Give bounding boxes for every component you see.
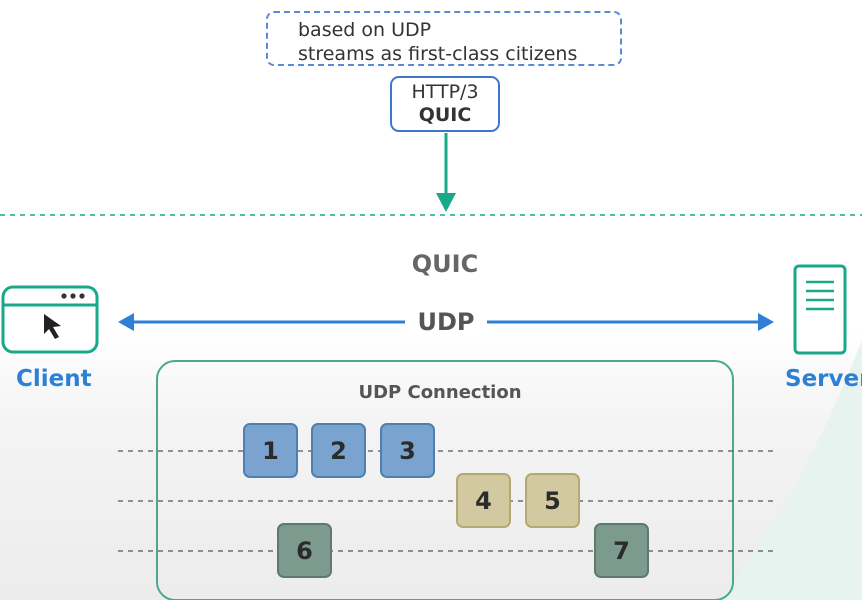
note-line-1: based on UDP	[298, 19, 432, 41]
protocol-line-2: QUIC	[418, 104, 472, 126]
client-browser-icon	[1, 285, 99, 354]
cursor-icon	[44, 314, 61, 339]
protocol-line-1: HTTP/3	[411, 81, 479, 103]
packet-6: 6	[277, 523, 332, 578]
packet-3: 3	[380, 423, 435, 478]
note-box: based on UDP streams as first-class citi…	[266, 11, 622, 66]
background-accent	[720, 340, 862, 600]
server-icon	[793, 264, 847, 355]
packet-1: 1	[243, 423, 298, 478]
layer-title: QUIC	[411, 250, 479, 278]
udp-connection-box	[156, 360, 734, 600]
note-line-2: streams as first-class citizens	[298, 43, 578, 65]
packet-2: 2	[311, 423, 366, 478]
down-arrow-head	[436, 193, 456, 212]
client-label: Client	[16, 366, 92, 392]
udp-link-label: UDP	[405, 307, 487, 337]
packet-4: 4	[456, 473, 511, 528]
packet-7: 7	[594, 523, 649, 578]
packet-5: 5	[525, 473, 580, 528]
server-label: Server	[785, 366, 862, 392]
udp-connection-title: UDP Connection	[358, 382, 522, 403]
protocol-box: HTTP/3 QUIC	[390, 76, 500, 132]
